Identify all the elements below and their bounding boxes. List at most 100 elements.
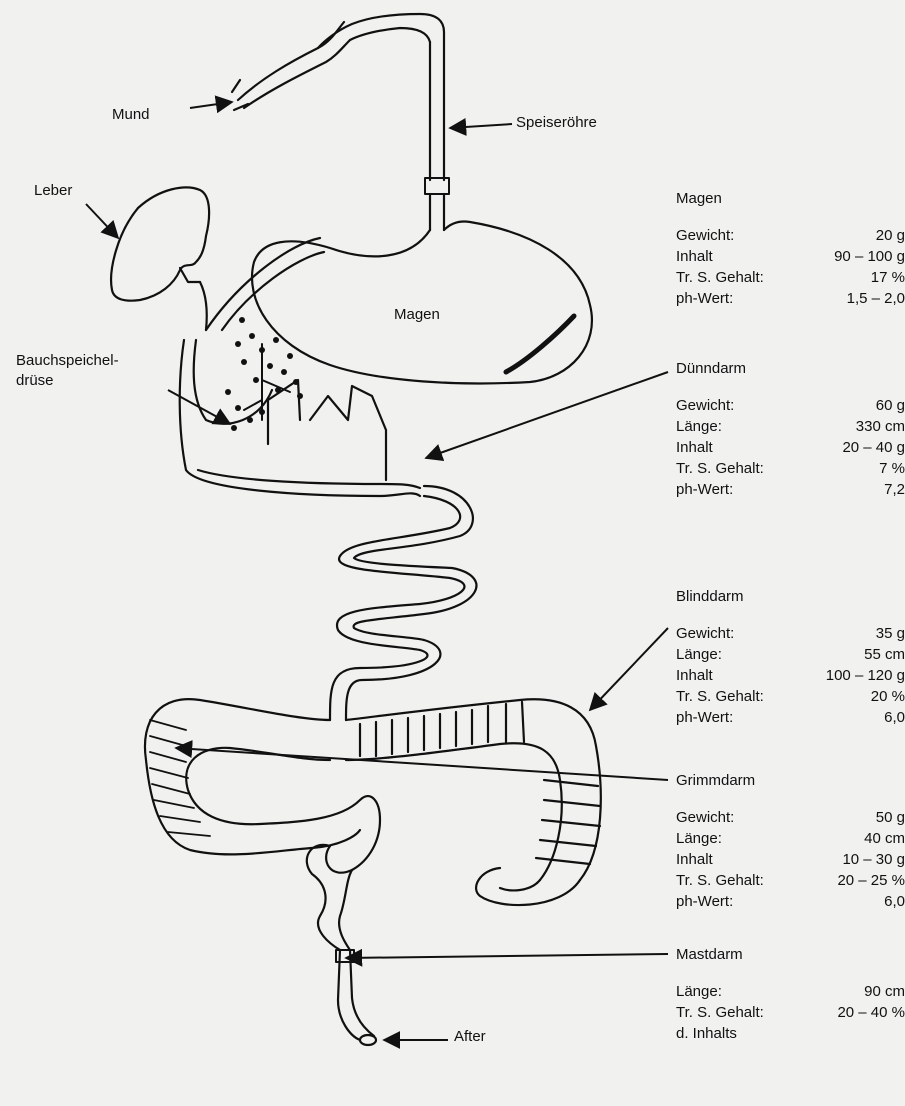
info-value: 1,5 – 2,0 (847, 288, 905, 309)
info-key: Tr. S. Gehalt: (676, 1002, 764, 1023)
info-value: 20 – 40 % (837, 1002, 905, 1023)
info-key: Tr. S. Gehalt: (676, 686, 764, 707)
info-value: 90 cm (864, 981, 905, 1002)
colon-drawing (145, 699, 601, 950)
section-grimmdarm: Grimmdarm Gewicht: 50 g Länge: 40 cm Inhal… (676, 770, 905, 912)
section-blinddarm: Blinddarm Gewicht: 35 g Länge: 55 cm Inhal… (676, 586, 905, 728)
label-leber: Leber (34, 182, 72, 200)
info-value: 7,2 (884, 479, 905, 500)
section-title: Blinddarm (676, 586, 905, 607)
info-value: 20 % (871, 686, 905, 707)
info-value: 50 g (876, 807, 905, 828)
section-magen: Magen Gewicht: 20 g Inhalt 90 – 100 g Tr. … (676, 188, 905, 309)
info-value: 35 g (876, 623, 905, 644)
info-row: Gewicht: 60 g (676, 395, 905, 416)
info-row: Tr. S. Gehalt: 7 % (676, 458, 905, 479)
info-row: Länge: 330 cm (676, 416, 905, 437)
pancreas-drawing (225, 317, 303, 431)
info-key: Länge: (676, 644, 722, 665)
rectum-drawing (336, 950, 376, 1045)
info-key: ph-Wert: (676, 707, 733, 728)
arrow-leber (86, 204, 118, 238)
info-key: Tr. S. Gehalt: (676, 458, 764, 479)
info-key: Inhalt (676, 246, 713, 267)
info-key: Inhalt (676, 849, 713, 870)
small-intestine-drawing (330, 486, 476, 720)
info-key: Gewicht: (676, 623, 734, 644)
section-title: Magen (676, 188, 905, 209)
info-key: Gewicht: (676, 395, 734, 416)
section-mastdarm: Mastdarm Länge: 90 cm Tr. S. Gehalt: 20 – … (676, 944, 905, 1044)
info-row: d. Inhalts (676, 1023, 905, 1044)
label-magen-organ: Magen (394, 306, 440, 324)
info-row: Inhalt 20 – 40 g (676, 437, 905, 458)
info-row: Inhalt 10 – 30 g (676, 849, 905, 870)
info-key: Inhalt (676, 437, 713, 458)
info-value: 330 cm (856, 416, 905, 437)
info-value: 60 g (876, 395, 905, 416)
info-value: 6,0 (884, 707, 905, 728)
info-value: 20 g (876, 225, 905, 246)
info-value: 100 – 120 g (826, 665, 905, 686)
arrow-bauchspeicheldruese (168, 390, 230, 424)
info-row: ph-Wert: 7,2 (676, 479, 905, 500)
duodenum-drawing (180, 340, 420, 496)
info-key: Gewicht: (676, 807, 734, 828)
info-value: 55 cm (864, 644, 905, 665)
info-row: ph-Wert: 6,0 (676, 707, 905, 728)
info-key: ph-Wert: (676, 479, 733, 500)
info-row: Länge: 90 cm (676, 981, 905, 1002)
info-row: Länge: 55 cm (676, 644, 905, 665)
info-row: Gewicht: 35 g (676, 623, 905, 644)
arrow-speiseroehre (450, 124, 512, 128)
info-row: Tr. S. Gehalt: 20 % (676, 686, 905, 707)
info-key: Gewicht: (676, 225, 734, 246)
info-key: Inhalt (676, 665, 713, 686)
label-bauchspeichel-line1: Bauchspeichel- (16, 352, 119, 370)
arrow-blinddarm (590, 628, 668, 710)
info-value: 20 – 40 g (842, 437, 905, 458)
section-duenndarm: Dünndarm Gewicht:60 g Länge:330 cm Inhal… (676, 358, 905, 500)
info-value: 10 – 30 g (842, 849, 905, 870)
info-value: 6,0 (884, 891, 905, 912)
info-row: Gewicht: 50 g (676, 807, 905, 828)
info-row: Länge: 40 cm (676, 828, 905, 849)
info-key: ph-Wert: (676, 288, 733, 309)
arrow-duenndarm (426, 372, 668, 458)
info-row: ph-Wert: 1,5 – 2,0 (676, 288, 905, 309)
arrow-mastdarm (346, 954, 668, 958)
info-key: ph-Wert: (676, 891, 733, 912)
arrow-grimmdarm (176, 748, 668, 780)
info-row: Inhalt 100 – 120 g (676, 665, 905, 686)
info-value: 40 cm (864, 828, 905, 849)
info-row: Gewicht: 20 g (676, 225, 905, 246)
info-key: Tr. S. Gehalt: (676, 870, 764, 891)
info-key: d. Inhalts (676, 1023, 737, 1044)
info-key: Länge: (676, 416, 722, 437)
section-title: Mastdarm (676, 944, 905, 965)
info-value: 20 – 25 % (837, 870, 905, 891)
info-row: Tr. S. Gehalt: 20 – 40 % (676, 1002, 905, 1023)
label-bauchspeichel-line2: drüse (16, 372, 54, 390)
info-value: 90 – 100 g (834, 246, 905, 267)
info-value: 17 % (871, 267, 905, 288)
liver-drawing (111, 187, 209, 300)
label-mund: Mund (112, 106, 150, 124)
info-key: Tr. S. Gehalt: (676, 267, 764, 288)
info-value: 7 % (879, 458, 905, 479)
info-key: Länge: (676, 981, 722, 1002)
stomach-drawing (252, 221, 592, 383)
info-row: Inhalt 90 – 100 g (676, 246, 905, 267)
info-key: Länge: (676, 828, 722, 849)
arrow-mund (190, 102, 232, 108)
info-row: Tr. S. Gehalt: 20 – 25 % (676, 870, 905, 891)
section-title: Grimmdarm (676, 770, 905, 791)
esophagus-drawing (425, 32, 449, 230)
bile-duct-drawing (200, 238, 324, 330)
info-row: ph-Wert: 6,0 (676, 891, 905, 912)
mouth-drawing (232, 14, 444, 110)
label-after: After (454, 1028, 486, 1046)
label-speiseroehre: Speiseröhre (516, 114, 597, 132)
info-row: Tr. S. Gehalt: 17 % (676, 267, 905, 288)
